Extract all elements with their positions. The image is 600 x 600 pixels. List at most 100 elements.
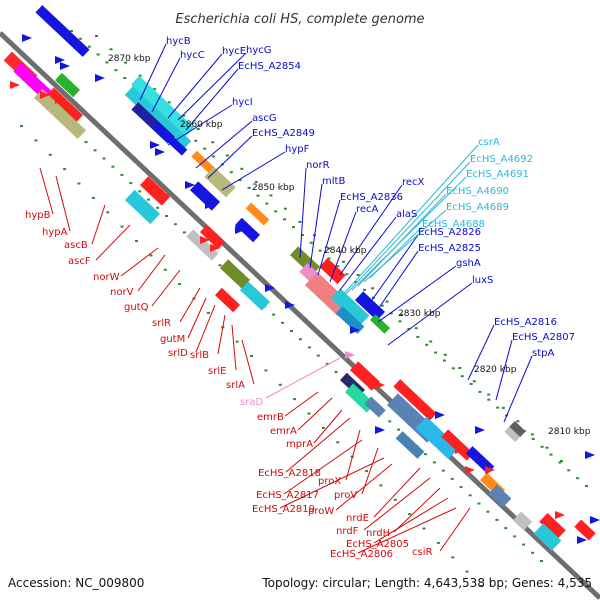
kbp-label: 2810 kbp — [548, 427, 591, 437]
genome-summary-text: Topology: circular; Length: 4,643,538 bp… — [261, 576, 592, 590]
tick-dot — [264, 369, 268, 372]
tick-dot — [124, 61, 128, 64]
forward-connector — [371, 234, 419, 301]
tick-dot — [585, 485, 588, 487]
forward-connector — [339, 216, 397, 291]
forward-gene-label: hycE — [222, 46, 246, 57]
forward-gene-label: alaS — [396, 209, 417, 220]
tick-dot — [540, 445, 544, 448]
tick-dot — [393, 498, 397, 501]
gene-feature — [219, 259, 251, 289]
tick-dot — [283, 207, 287, 210]
tick-dot — [465, 570, 469, 573]
rna-gene-label: EcHS_A4689 — [446, 202, 509, 213]
tick-dot — [398, 320, 402, 323]
tick-dot — [182, 231, 186, 234]
tick-dot — [365, 470, 368, 472]
forward-gene-label: recA — [356, 204, 379, 215]
tick-dot — [425, 343, 429, 346]
tick-dot — [516, 420, 520, 423]
gene-feature — [441, 429, 474, 461]
gene-feature — [239, 281, 271, 311]
gene-feature — [512, 511, 533, 531]
tick-dot — [298, 220, 302, 223]
reverse-connector — [241, 339, 255, 385]
gene-arrow — [235, 226, 245, 234]
tick-dot — [540, 560, 543, 562]
reverse-connector — [313, 409, 343, 444]
forward-connector — [309, 183, 323, 269]
gene-feature — [504, 425, 521, 443]
gene-arrow — [455, 446, 465, 454]
reverse-gene-label: ascB — [64, 240, 88, 251]
tick-dot — [487, 393, 491, 396]
tick-dot — [93, 149, 97, 152]
tick-dot — [460, 375, 464, 378]
reverse-connector — [393, 487, 441, 533]
tick-dot — [272, 313, 276, 316]
reverse-gene-label: srlD — [168, 348, 188, 359]
reverse-connector — [137, 254, 166, 292]
gene-arrow — [55, 96, 65, 104]
reverse-gene-label: EcHS_A2818 — [258, 468, 321, 479]
gene-feature — [533, 523, 562, 551]
gene-arrow — [155, 148, 165, 156]
gene-feature — [34, 89, 86, 139]
tick-dot — [135, 240, 138, 242]
gene-feature — [139, 176, 171, 206]
reverse-connector — [95, 224, 131, 261]
tick-dot — [336, 265, 340, 268]
tick-dot — [120, 225, 124, 228]
forward-gene-label: hycC — [180, 50, 205, 61]
tick-dot — [194, 139, 198, 142]
tick-dot — [34, 139, 38, 142]
tick-dot — [307, 412, 311, 415]
reverse-connector — [363, 477, 431, 531]
tick-dot — [560, 460, 563, 462]
tick-dot — [203, 147, 207, 150]
reverse-gene-label: srlE — [208, 366, 226, 377]
tick-dot — [388, 420, 392, 423]
tick-dot — [84, 141, 88, 144]
gene-arrow — [555, 511, 565, 519]
forward-gene-label: luxS — [472, 275, 493, 286]
rna-gene-label: EcHS_A4688 — [422, 219, 485, 230]
tick-dot — [235, 340, 239, 343]
reverse-gene-label: emrB — [257, 412, 284, 423]
tick-dot — [96, 53, 100, 56]
tick-dot — [327, 257, 331, 260]
tick-dot — [149, 254, 153, 257]
forward-gene-label: EcHS_A2807 — [512, 332, 575, 343]
tick-dot — [434, 351, 438, 354]
tick-dot — [165, 215, 168, 217]
tick-dot — [558, 461, 562, 464]
gene-feature — [488, 484, 512, 508]
tick-dot — [530, 433, 534, 436]
reverse-connector — [285, 417, 351, 473]
gene-feature — [354, 291, 386, 321]
gene-feature — [234, 217, 261, 243]
gene-arrow — [350, 326, 360, 334]
reverse-connector — [283, 439, 363, 495]
forward-gene-label: EcHS_A2826 — [418, 227, 481, 238]
tick-dot — [414, 327, 418, 330]
tick-dot — [469, 383, 473, 385]
gene-arrow — [200, 236, 210, 244]
tick-dot — [495, 518, 499, 521]
tick-dot — [318, 249, 322, 252]
tick-dot — [334, 371, 338, 374]
forward-connector — [207, 135, 253, 179]
reverse-gene-label: nrdH — [366, 528, 390, 539]
gene-arrow — [590, 516, 600, 524]
tick-dot — [513, 535, 517, 538]
forward-connector — [503, 355, 533, 423]
tick-dot — [167, 101, 171, 104]
gene-arrow — [375, 381, 385, 389]
tick-dot — [129, 182, 133, 185]
tick-dot — [531, 437, 535, 440]
gene-feature — [189, 181, 221, 211]
tick-dot — [238, 179, 242, 182]
gene-arrow — [577, 536, 587, 544]
tick-dot — [342, 260, 345, 263]
